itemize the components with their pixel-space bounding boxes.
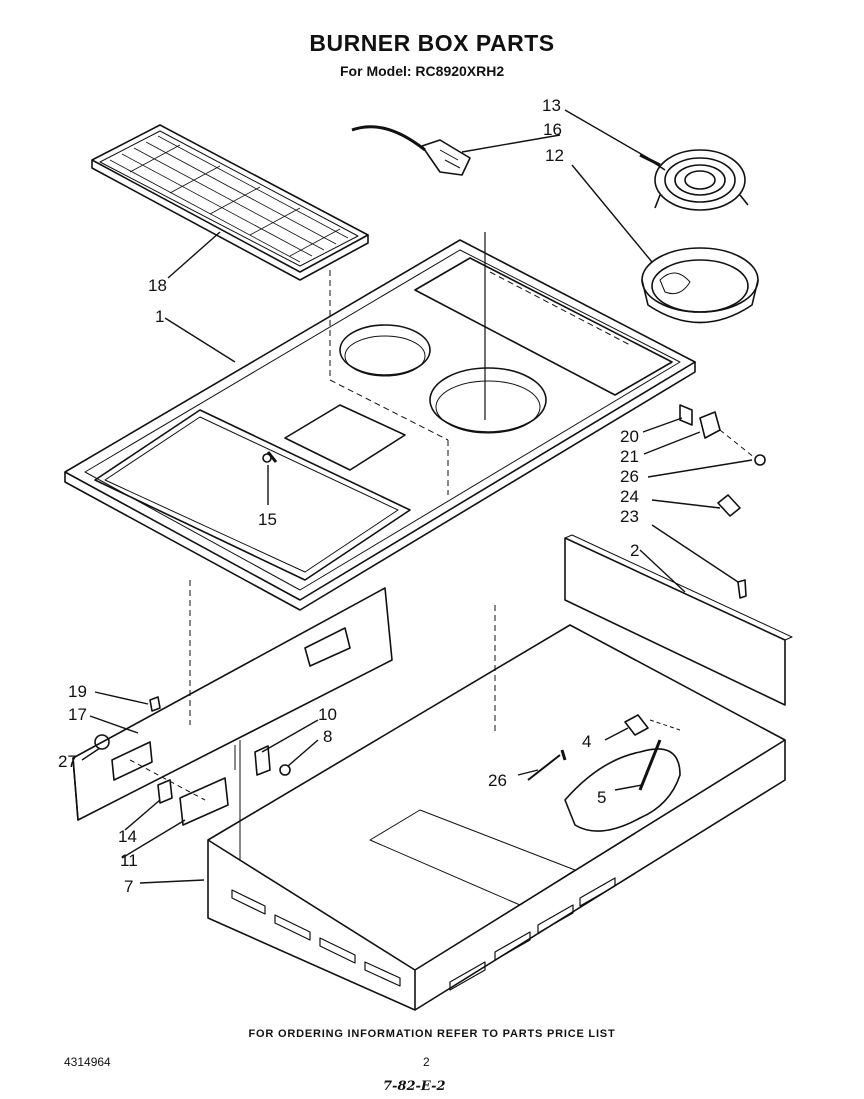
- callout-4: 4: [582, 732, 591, 751]
- callout-27: 27: [58, 752, 77, 771]
- switch-bracket-parts: [679, 404, 766, 599]
- callout-2: 2: [630, 541, 639, 560]
- callout-15: 15: [258, 510, 277, 529]
- grille-part: [91, 124, 369, 281]
- callout-17: 17: [68, 705, 87, 724]
- page-number: 2: [423, 1055, 430, 1069]
- callout-23: 23: [620, 507, 639, 526]
- callout-19: 19: [68, 682, 87, 701]
- burner-box-part: [207, 605, 786, 1011]
- drip-bowl-part: [641, 247, 759, 324]
- callout-8: 8: [323, 727, 332, 746]
- handwritten-date: 7-82-E-2: [383, 1079, 446, 1094]
- callout-14: 14: [118, 827, 137, 846]
- cord-terminal-part: [351, 125, 471, 176]
- callout-10: 10: [318, 705, 337, 724]
- callout-20: 20: [620, 427, 639, 446]
- cooktop-main-top: [64, 232, 696, 611]
- ordering-note: FOR ORDERING INFORMATION REFER TO PARTS …: [248, 1028, 616, 1040]
- switch-and-clip-parts: [94, 696, 291, 860]
- screw-15-part: [262, 451, 278, 463]
- callout-24: 24: [620, 487, 639, 506]
- side-panel-part: [564, 534, 793, 706]
- callout-26-upper: 26: [620, 467, 639, 486]
- callout-26-lower: 26: [488, 771, 507, 790]
- surface-element-part: [639, 149, 749, 211]
- callout-16: 16: [543, 120, 562, 139]
- document-number: 4314964: [64, 1055, 111, 1069]
- callout-labels: 1 2 4 5 7 8 10 11 12 13 14 15 16 17 18 1…: [58, 96, 639, 896]
- callout-5: 5: [597, 788, 606, 807]
- callout-18: 18: [148, 276, 167, 295]
- callout-21: 21: [620, 447, 639, 466]
- callout-13: 13: [542, 96, 561, 115]
- callout-12: 12: [545, 146, 564, 165]
- leader-arrows: [81, 109, 753, 884]
- callout-1: 1: [155, 307, 164, 326]
- page-title: BURNER BOX PARTS: [309, 30, 555, 56]
- front-panel-part: [72, 580, 393, 821]
- callout-7: 7: [124, 877, 133, 896]
- model-subtitle: For Model: RC8920XRH2: [340, 63, 505, 79]
- callout-11: 11: [120, 851, 138, 870]
